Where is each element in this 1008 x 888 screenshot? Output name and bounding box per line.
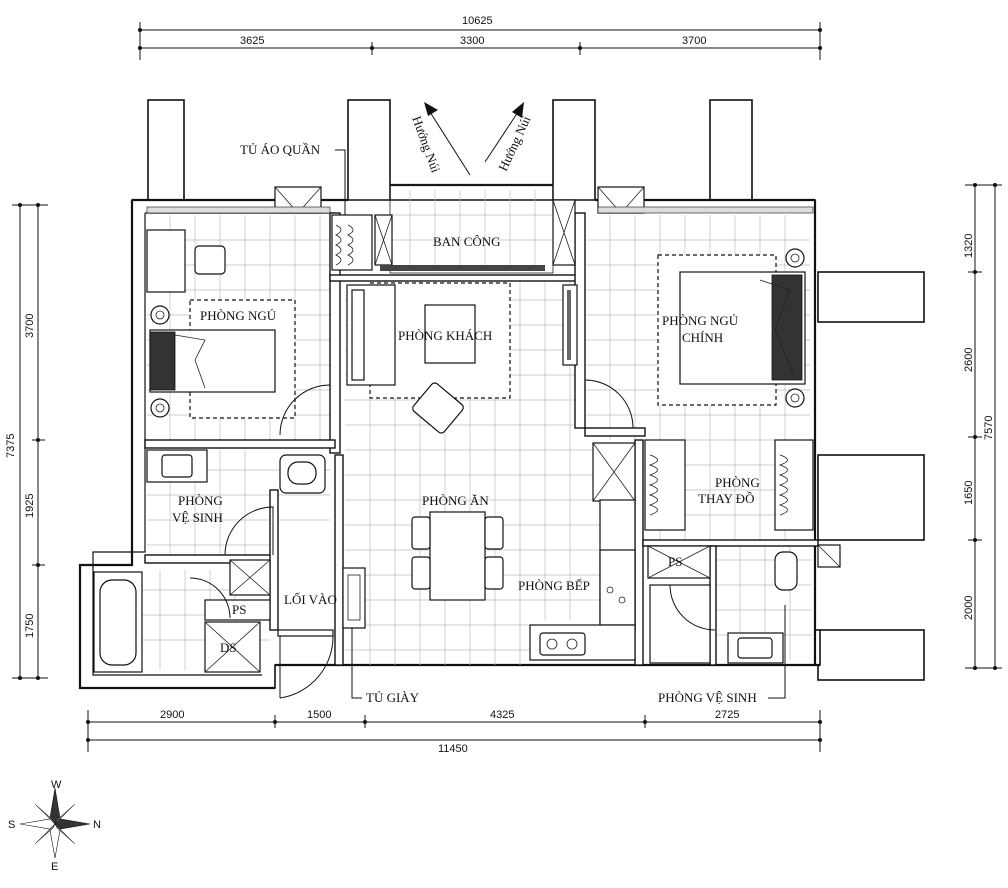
wardrobe [331,149,373,271]
room-labels: PHÒNG NGỦ PHÒNG KHÁCH PHÒNG NGỦ CHÍNH BA… [172,142,760,705]
living-furniture [346,282,578,434]
bath3-fixtures [93,559,271,673]
dimension-top: 10625 3625 3300 3700 [138,15,822,60]
windows [146,186,814,214]
interior-walls [144,212,819,666]
label-bedroom: PHÒNG NGỦ [200,308,277,323]
dim-bottom-2: 1500 [307,709,331,721]
label-master-2: CHÍNH [682,330,723,345]
dim-right-1: 1320 [963,234,975,258]
label-master-1: PHÒNG NGỦ [662,313,739,328]
balcony [374,184,576,274]
label-ds: DS [220,640,237,655]
label-shoe-cabinet: TỦ GIÀY [366,690,420,705]
dim-top-total: 10625 [462,15,493,27]
label-bath1-2: VỆ SINH [172,510,223,525]
label-wardrobe: TỦ ÁO QUẦN [240,142,321,157]
compass-rose: W S N E [8,779,101,873]
label-dressing-1: PHÒNG [715,475,760,490]
dim-bottom-4: 2725 [715,709,739,721]
label-living: PHÒNG KHÁCH [398,328,492,343]
dim-right-3: 1650 [963,481,975,505]
dim-left-2: 1925 [24,494,36,518]
label-kitchen: PHÒNG BẾP [518,578,590,593]
label-bath2: PHÒNG VỆ SINH [658,690,757,705]
label-orientation-right: Hướng Núi [495,113,534,173]
compass-n: N [93,819,101,831]
dressing-closets [592,439,814,531]
bedroom-furniture [146,229,331,436]
dim-top-2: 3300 [460,35,484,47]
compass-e: E [51,861,58,873]
dim-right-4: 2000 [963,596,975,620]
dimension-bottom: 2900 1500 4325 2725 11450 [86,709,822,755]
dim-bottom-3: 4325 [490,709,514,721]
label-balcony: BAN CÔNG [433,234,501,249]
dining-furniture [411,511,504,601]
label-bath1-1: PHÒNG [178,493,223,508]
label-entrance: LỐI VÀO [284,592,337,607]
orientation-arrows: Hướng Núi Hướng Núi [409,102,534,176]
dim-bottom-1: 2900 [160,709,184,721]
compass-s: S [8,819,15,831]
dimension-left: 7375 3700 1925 1750 [5,203,48,680]
kitchen-furniture [529,499,636,661]
compass-w: W [51,779,62,791]
dim-left-total: 7375 [5,434,17,458]
dimension-right: 1320 2600 1650 2000 7570 [963,183,1002,670]
label-dining: PHÒNG ĂN [422,493,489,508]
entrance [277,567,366,699]
label-orientation-left: Hướng Núi [409,114,443,175]
dim-bottom-total: 11450 [438,743,468,755]
dim-left-1: 3700 [24,314,36,338]
label-dressing-2: THAY ĐỒ [698,491,754,506]
dim-right-2: 2600 [963,348,975,372]
dim-left-3: 1750 [24,614,36,638]
dim-top-1: 3625 [240,35,264,47]
master-furniture [584,248,806,429]
label-ps1: PS [232,602,246,617]
label-ps2: PS [668,554,682,569]
bath2-fixtures [647,544,841,699]
bath1-fixtures [146,449,326,556]
dim-top-3: 3700 [682,35,706,47]
dim-right-total: 7570 [983,416,995,440]
